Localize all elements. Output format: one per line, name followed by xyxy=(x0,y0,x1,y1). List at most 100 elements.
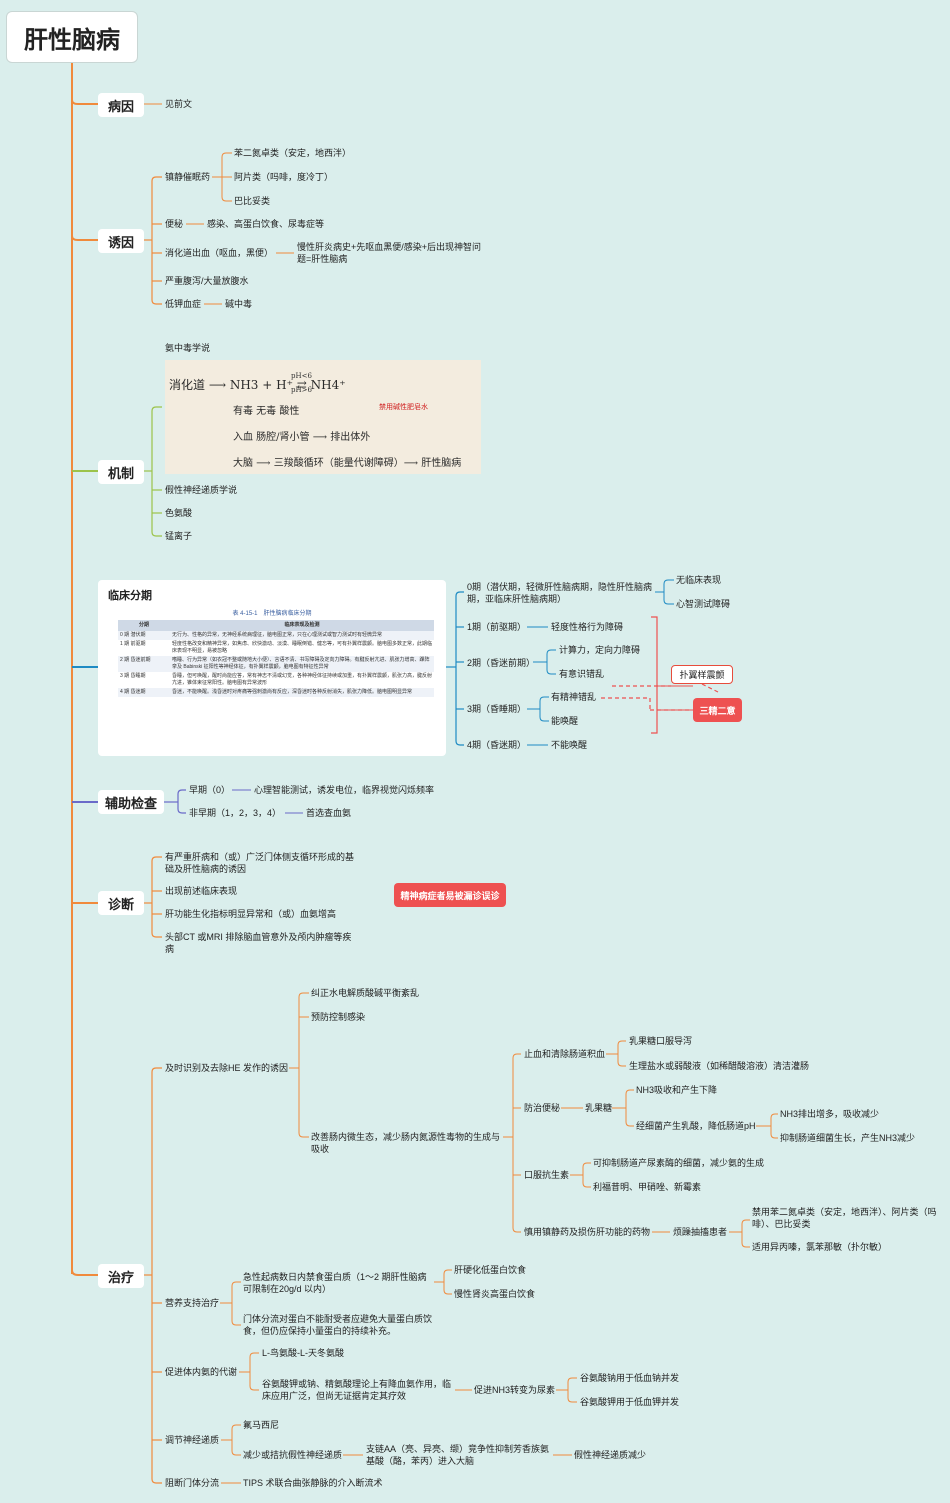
connector-line xyxy=(443,1289,452,1295)
flapping-tremor-tag: 扑翼样震颤 xyxy=(671,665,733,684)
handwritten-note-image: 消化道 ⟶ NH3 + H⁺ ⇄ NH4⁺ 有毒 无毒 酸性 入血 肠腔/肾小管… xyxy=(165,360,481,474)
connector-line xyxy=(71,99,98,105)
connector-line xyxy=(741,1242,750,1248)
connector-line xyxy=(221,152,232,158)
note-red: 禁用碱性肥皂水 xyxy=(379,403,428,411)
sedative-item: 苯二氮卓类（安定，地西泮） xyxy=(234,148,352,158)
agitated-patients: 烦躁抽搐患者 xyxy=(673,1227,728,1237)
metab-a: L-鸟氨酸-L-天冬氨酸 xyxy=(262,1348,345,1358)
trigger-gi-bleed: 消化道出血（呕血，黑便） xyxy=(165,248,274,258)
table-cell: 轻度性格改变和精神异常，如焦虑、欣快激动、淡漠、睡眠倒错、健忘等，可有扑翼样震颤… xyxy=(172,641,433,654)
trigger-constipation: 便秘 xyxy=(165,219,184,229)
diagnosis-item: 出现前述临床表现 xyxy=(165,886,238,896)
mechanism-item: 色氨酸 xyxy=(165,508,193,518)
connector-line xyxy=(770,1133,778,1139)
treat-trigger-item: 预防控制感染 xyxy=(311,1012,366,1022)
connector-line xyxy=(151,932,162,938)
stage3-item: 能唤醒 xyxy=(551,716,579,726)
connector-line xyxy=(770,1113,778,1119)
connector-line xyxy=(151,299,162,305)
connector-line xyxy=(249,1385,259,1391)
connector-line xyxy=(151,176,162,182)
stage-0: 0期（潜伏期，轻微肝性脑病期，隐性肝性脑病期，亚临床肝性脑病期） xyxy=(467,582,653,604)
connector-line xyxy=(663,579,674,585)
staging-table: 分期 临床表现及检测 0 期 潜伏期无行为、性格的异常，无神经系统病理征，脑电图… xyxy=(118,620,434,697)
connector-line xyxy=(249,1352,259,1358)
neuro-d: 假性神经递质减少 xyxy=(574,1450,647,1460)
connector-line xyxy=(177,789,186,795)
neuro-c: 支链AA（亮、异亮、缬）竞争性抑制芳香族氨基酸（酪，苯丙）进入大脑 xyxy=(366,1444,550,1466)
trigger-hypokalemia: 低钾血症 xyxy=(165,299,202,309)
table-row: 1 期 前驱期 轻度性格改变和精神异常，如焦虑、欣快激动、淡漠、睡眠倒错、健忘等，… xyxy=(118,640,434,656)
note-line: 消化道 ⟶ NH3 + H⁺ ⇄ NH4⁺ xyxy=(169,378,346,392)
stage1-detail: 轻度性格行为障碍 xyxy=(551,622,624,632)
note-line: 有毒 无毒 酸性 xyxy=(233,406,300,417)
cause-item: 见前文 xyxy=(165,99,193,109)
connector-line xyxy=(617,1061,626,1067)
metab-b: 谷氨酸钾或钠、精氨酸理论上有降血氨作用，临床应用广泛，但尚无证据肯定其疗效 xyxy=(262,1379,452,1401)
treat-metabolism: 促进体内氨的代谢 xyxy=(165,1367,238,1377)
stage-3: 3期（昏睡期） xyxy=(467,704,527,714)
connector-line xyxy=(512,1227,521,1233)
connector-line xyxy=(231,1320,241,1326)
connector-line xyxy=(582,1162,591,1168)
diagnosis-item: 肝功能生化指标明显异常和（或）血氨增高 xyxy=(165,909,337,919)
note-red: pH<6 xyxy=(291,372,312,380)
connector-line xyxy=(701,683,719,693)
treat-sedative: 慎用镇静药及损伤肝功能的药物 xyxy=(524,1227,651,1237)
connector-line xyxy=(582,1182,591,1188)
table-row: 3 期 昏睡期 昏睡，但可唤醒，醒时尚能应答，常有神志不清或幻觉，各种神经体征持续… xyxy=(118,672,434,688)
connector-line xyxy=(443,1269,452,1275)
table-cell: 0 期 潜伏期 xyxy=(118,631,170,640)
stage4-detail: 不能唤醒 xyxy=(551,740,588,750)
connector-line xyxy=(512,1053,521,1059)
table-row: 2 期 昏迷前期嗜睡、行为异常（如衣冠不整或随地大小便）、言语不清、书写障碍及定… xyxy=(118,656,434,672)
connector-line xyxy=(651,616,658,734)
table-cell: 昏睡，但可唤醒，醒时尚能应答，常有神志不清或幻觉，各种神经体征持续或加重，有扑翼… xyxy=(172,673,433,686)
staging-title: 临床分期 xyxy=(108,590,152,602)
connector-line xyxy=(151,856,162,862)
lactulose-item: 经细菌产生乳酸，降低肠道pH xyxy=(636,1121,756,1131)
treat-antibiotic: 口服抗生素 xyxy=(524,1170,570,1180)
stage0-item: 心智测试障碍 xyxy=(676,599,731,609)
aux-early: 早期（0） xyxy=(189,785,231,795)
sedative-item: 巴比妥类 xyxy=(234,196,271,206)
table-row: 0 期 潜伏期无行为、性格的异常，无神经系统病理征，脑电图正常，只在心理测试或智… xyxy=(118,631,434,640)
note-red: pH>6 xyxy=(291,386,312,394)
connector-line xyxy=(151,531,162,537)
agitated-item: 禁用苯二氮卓类（安定，地西泮）、阿片类（吗啡）、巴比妥类 xyxy=(752,1207,937,1229)
table-cell: 4 期 昏迷期 xyxy=(118,688,170,697)
table-caption: 表 4-15-1 肝性脑病临床分期 xyxy=(232,611,312,617)
stage2-item: 计算力，定向力障碍 xyxy=(559,645,641,655)
metab-c: 促进NH3转变为尿素 xyxy=(474,1385,556,1395)
diagnosis-warning: 精神病症者易被漏诊误诊 xyxy=(394,883,506,907)
aux-late: 非早期（1，2，3，4） xyxy=(189,808,282,818)
aux-early-detail: 心理智能测试，诱发电位，临界视觉闪烁频率 xyxy=(254,785,435,795)
table-cell: 2 期 昏迷前期 xyxy=(118,656,170,672)
treat-nutrition: 营养支持治疗 xyxy=(165,1298,220,1308)
trigger-sedative: 镇静催眠药 xyxy=(165,172,211,182)
table-cell: 1 期 前驱期 xyxy=(120,641,146,647)
antibiotic-item: 利福昔明、甲硝唑、新霉素 xyxy=(593,1182,702,1192)
treat-bleed: 止血和清除肠道积血 xyxy=(524,1049,606,1059)
stage-4: 4期（昏迷期） xyxy=(467,740,527,750)
neuro-a: 氟马西尼 xyxy=(243,1420,280,1430)
constipation-detail: 感染、高蛋白饮食、尿毒症等 xyxy=(207,219,325,229)
note-line: 入血 肠腔/肾小管 ⟶ 排出体外 xyxy=(233,432,371,443)
treat-trigger-item: 纠正水电解质酸碱平衡紊乱 xyxy=(311,988,420,998)
connector-line xyxy=(298,992,309,998)
treat-shunt: 阻断门体分流 xyxy=(165,1478,220,1488)
antibiotic-item: 可抑制肠道产尿素酶的细菌，减少氨的生成 xyxy=(593,1158,765,1168)
connector-line xyxy=(298,1132,309,1138)
connector-line xyxy=(71,235,98,241)
connector-line xyxy=(231,1281,241,1287)
connector-line xyxy=(455,740,464,746)
connector-line xyxy=(625,1089,634,1095)
table-cell: 3 期 昏睡期 xyxy=(120,673,146,679)
branch-aux: 辅助检查 xyxy=(98,790,164,814)
connector-line xyxy=(151,1478,162,1484)
trigger-diarrhea: 严重腹泻/大量放腹水 xyxy=(165,276,249,286)
staging-card: 临床分期 表 4-15-1 肝性脑病临床分期 分期 临床表现及检测 0 期 潜伏… xyxy=(98,580,446,756)
treat-trigger: 及时识别及去除HE 发作的诱因 xyxy=(165,1063,289,1073)
metab-c-item: 谷氨酸钠用于低血钠并发 xyxy=(580,1373,680,1383)
